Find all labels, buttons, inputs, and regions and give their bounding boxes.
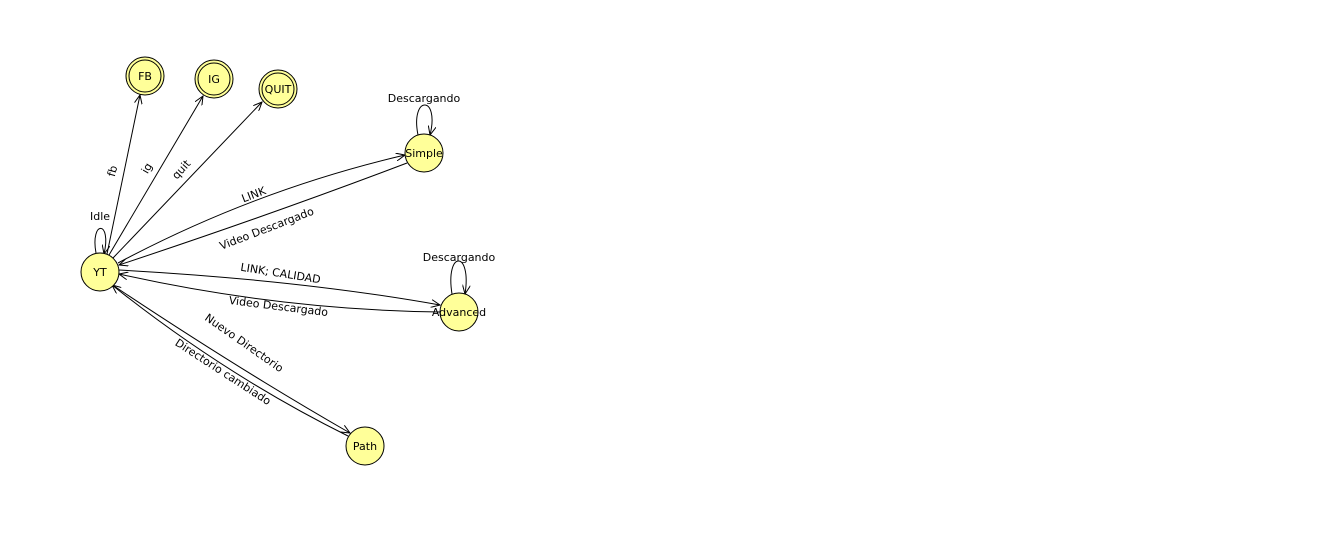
state-circle bbox=[80, 252, 120, 292]
transition-arrow-yt-to-simple bbox=[117, 155, 405, 264]
transition-label-idle: Idle bbox=[90, 210, 110, 223]
state-fb: FB bbox=[125, 56, 165, 96]
transition-arrow-yt-to-fb bbox=[106, 95, 140, 255]
state-label: FB bbox=[138, 70, 152, 83]
transition-arrow-advanced-to-advanced bbox=[450, 260, 466, 294]
transition-arrow-yt-to-path bbox=[113, 285, 350, 433]
transition-arrow-simple-to-simple bbox=[416, 104, 432, 135]
transition-label-link: LINK bbox=[240, 184, 269, 205]
state-label: Advanced bbox=[432, 306, 486, 319]
state-circle bbox=[439, 292, 479, 332]
state-label: Simple bbox=[405, 147, 443, 160]
transition-arrow-yt-to-yt bbox=[94, 227, 106, 254]
transition-label-descargando: Descargando bbox=[423, 251, 496, 264]
final-state-ring bbox=[197, 62, 231, 96]
state-circle bbox=[404, 133, 444, 173]
transition-arrow-advanced-to-yt bbox=[119, 274, 441, 313]
state-label: IG bbox=[208, 73, 220, 86]
transition-arrow-yt-to-quit bbox=[112, 102, 262, 259]
final-state-ring bbox=[128, 59, 162, 93]
transition-arrow-yt-to-ig bbox=[108, 96, 203, 256]
transition-arrow-simple-to-yt bbox=[119, 162, 408, 265]
state-ig: IG bbox=[194, 59, 234, 99]
state-advanced: Advanced bbox=[432, 292, 486, 332]
state-label: QUIT bbox=[265, 83, 292, 96]
transition-label-video-descargado: Video Descargado bbox=[218, 205, 316, 253]
transition-label-fb: fb bbox=[105, 164, 120, 178]
final-state-ring bbox=[261, 72, 295, 106]
state-path: Path bbox=[345, 426, 385, 466]
state-label: Path bbox=[353, 440, 377, 453]
transition-arrow-path-to-yt bbox=[112, 285, 349, 437]
state-quit: QUIT bbox=[258, 69, 298, 109]
transition-label-quit: quit bbox=[169, 157, 193, 182]
transition-label-ig: ig bbox=[139, 161, 155, 176]
transition-label-descargando: Descargando bbox=[388, 92, 461, 105]
state-yt: YT bbox=[80, 252, 120, 292]
transition-label-video-descargado: Video Descargado bbox=[228, 294, 329, 319]
state-label: YT bbox=[92, 266, 107, 279]
state-circle bbox=[345, 426, 385, 466]
state-simple: Simple bbox=[404, 133, 444, 173]
transition-arrow-yt-to-advanced bbox=[118, 269, 440, 305]
